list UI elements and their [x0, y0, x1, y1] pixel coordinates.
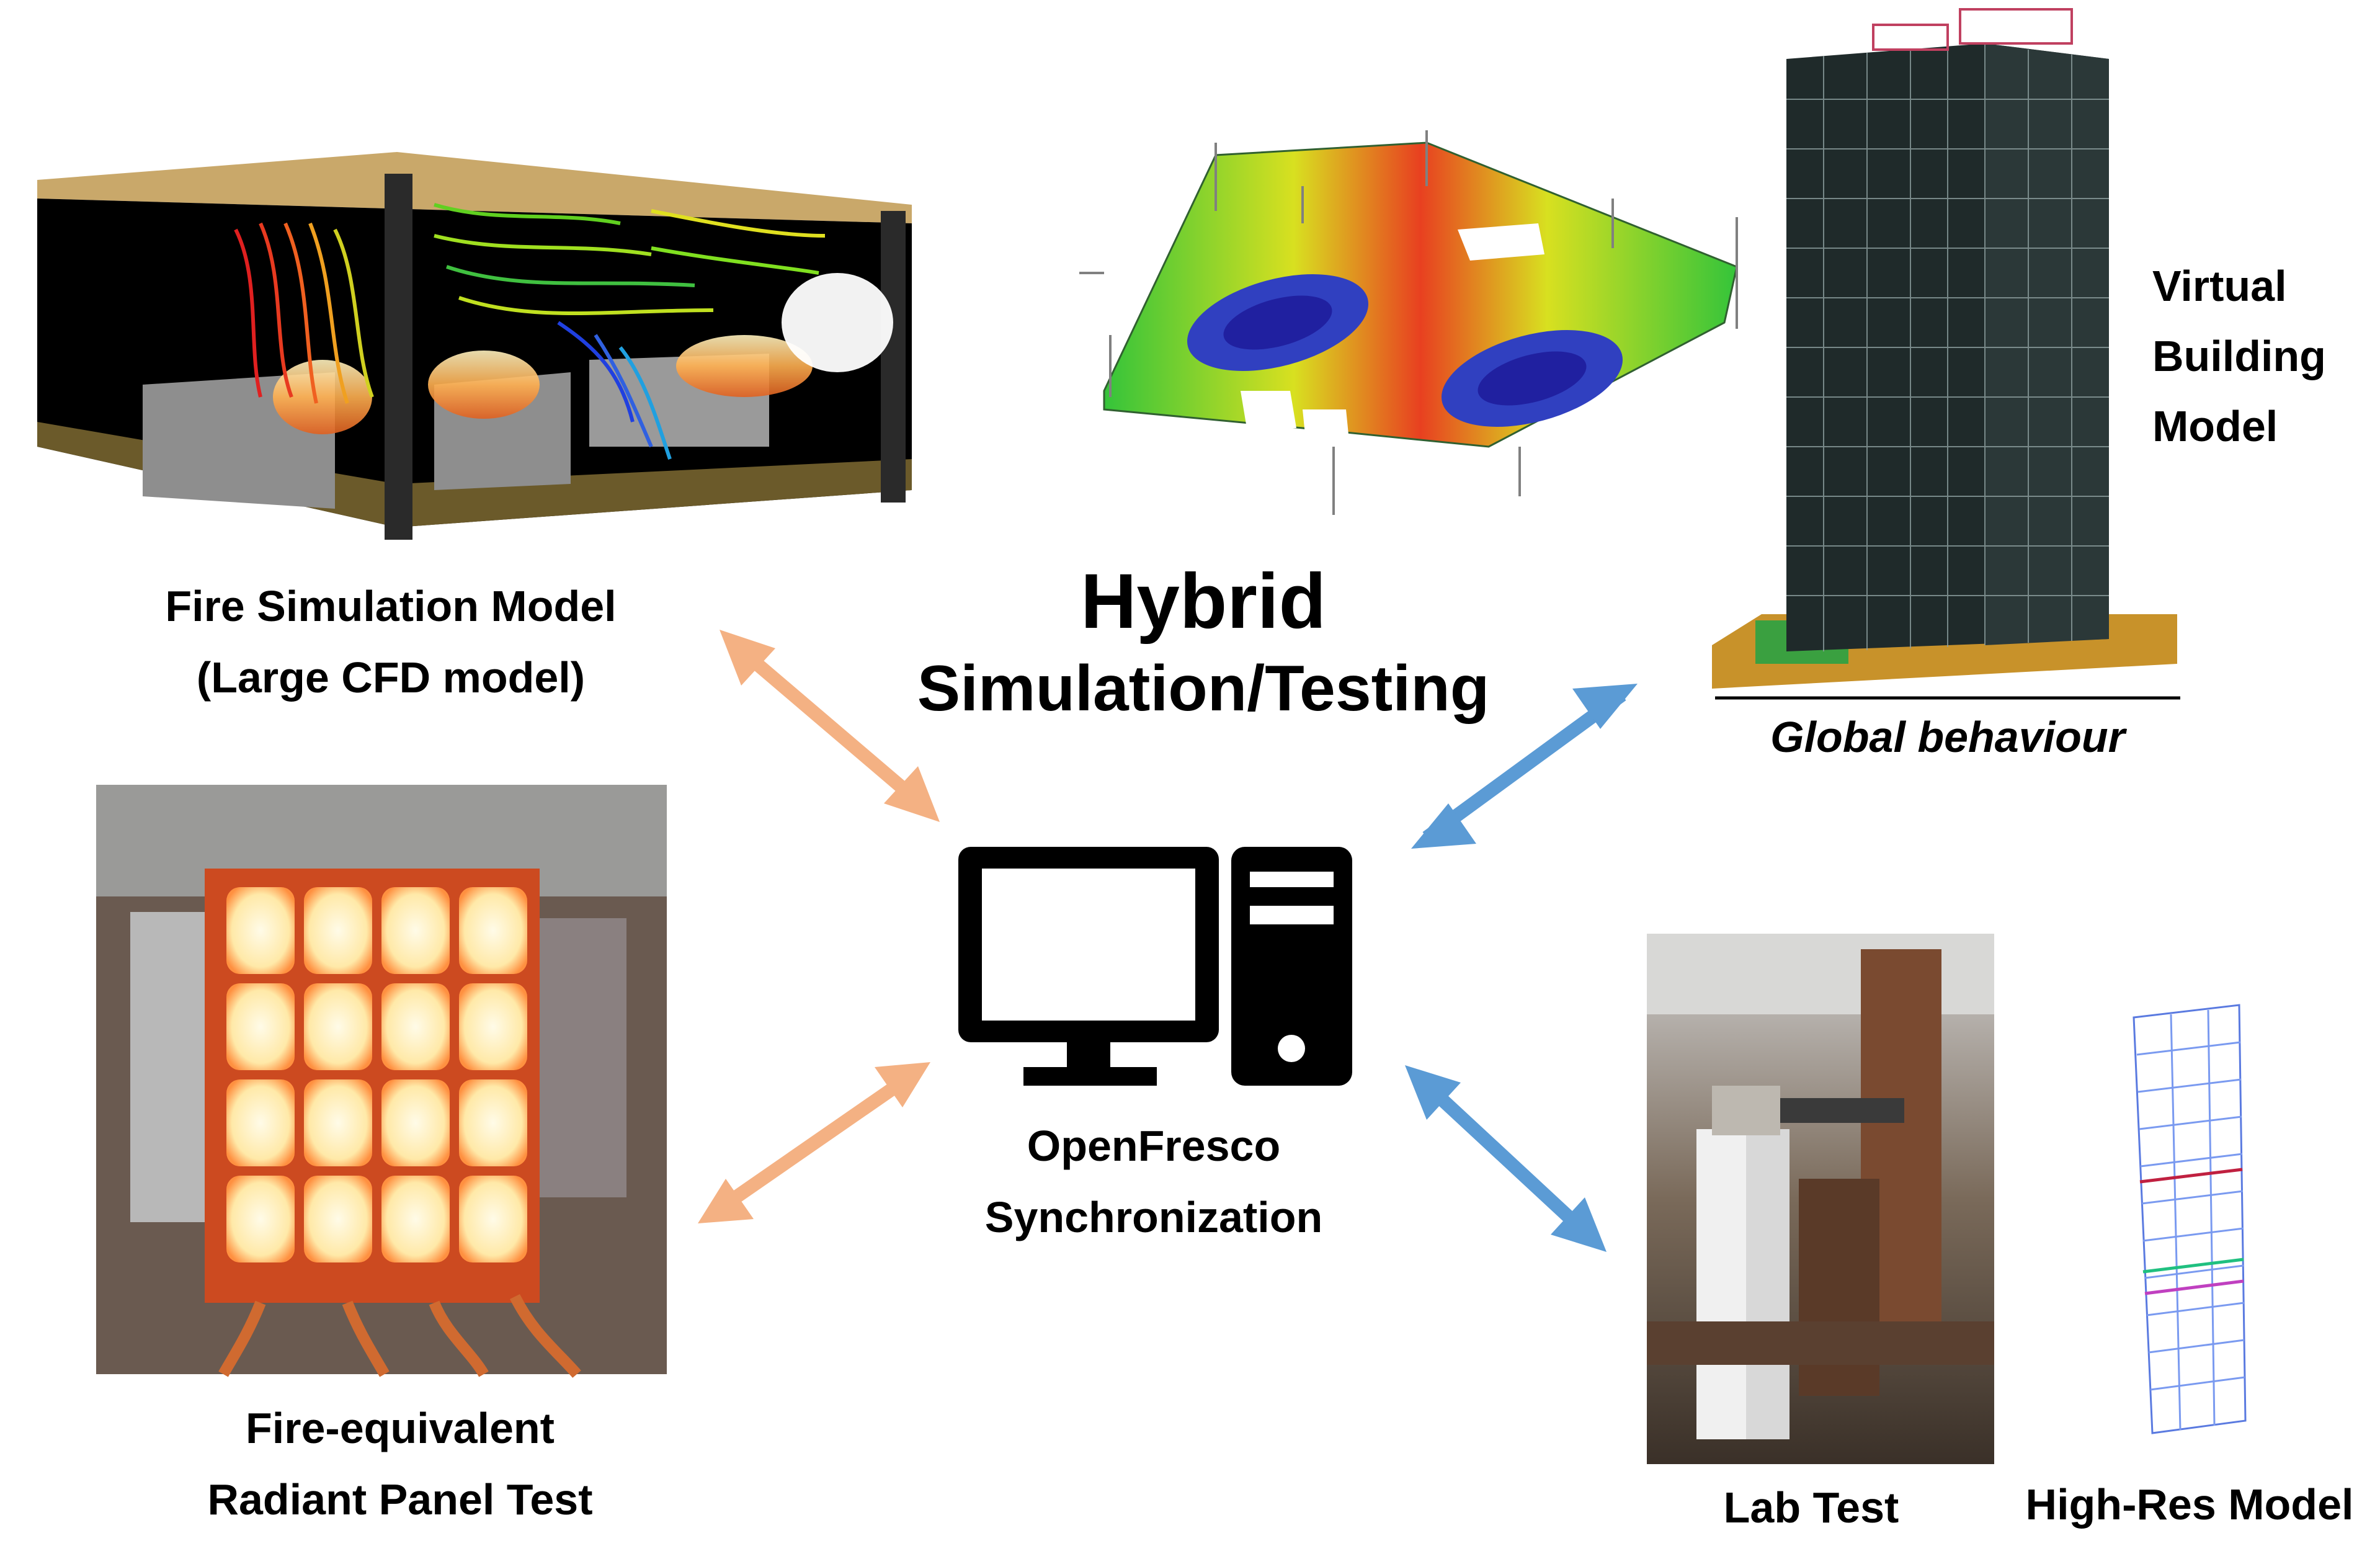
virtual-building-label: Virtual Building Model	[2152, 251, 2363, 462]
fire-simulation-label-line1: Fire Simulation Model	[165, 582, 617, 630]
desktop-computer-icon	[958, 847, 1352, 1086]
openfresco-label-line1: OpenFresco	[1027, 1122, 1281, 1170]
high-res-model-label: High-Res Model	[2025, 1480, 2354, 1529]
radiant-panel-label-line1: Fire-equivalent	[246, 1404, 555, 1452]
fire-simulation-label-line2: (Large CFD model)	[196, 653, 586, 702]
radiant-panel-photo	[96, 785, 667, 1378]
hybrid-title-line2: Simulation/Testing	[917, 653, 1490, 725]
high-res-model-illustration	[2133, 1004, 2247, 1434]
lab-test-label: Lab Test	[1723, 1483, 1899, 1532]
arrow-center-to-virtual-building	[1411, 684, 1638, 849]
slab-deformation-illustration	[1079, 130, 1738, 515]
virtual-building-illustration	[1712, 8, 2180, 700]
openfresco-label-line2: Synchronization	[984, 1193, 1323, 1241]
virtual-building-label-line2: Building	[2152, 332, 2326, 380]
hybrid-title-line1: Hybrid	[1081, 558, 1326, 645]
radiant-panel-label-line2: Radiant Panel Test	[207, 1475, 593, 1524]
arrow-center-to-radiant-panel	[698, 1062, 930, 1223]
lab-test-photo	[1647, 934, 1994, 1464]
virtual-building-label-line1: Virtual	[2152, 262, 2287, 310]
hybrid-title: Hybrid Simulation/Testing	[893, 555, 1513, 729]
openfresco-label: OpenFresco Synchronization	[918, 1110, 1389, 1253]
radiant-panel-label: Fire-equivalent Radiant Panel Test	[152, 1393, 648, 1535]
global-behaviour-label: Global behaviour	[1770, 713, 2125, 761]
arrow-center-to-lab-test	[1405, 1065, 1607, 1252]
virtual-building-label-line3: Model	[2152, 402, 2278, 450]
fire-simulation-illustration	[37, 152, 912, 540]
arrow-fire-sim-to-center	[720, 630, 940, 822]
fire-simulation-label: Fire Simulation Model (Large CFD model)	[143, 571, 639, 713]
